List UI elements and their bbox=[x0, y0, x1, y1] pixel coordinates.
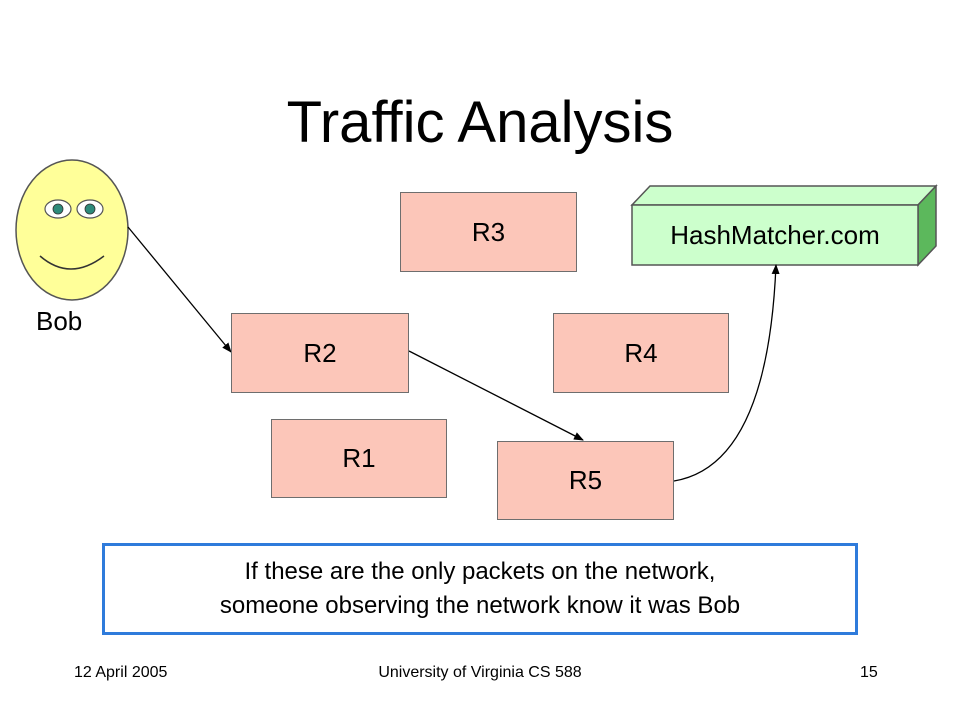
footer-date: 12 April 2005 bbox=[74, 664, 168, 681]
router-r2: R2 bbox=[231, 313, 409, 393]
server-box-icon bbox=[630, 184, 938, 267]
router-r3-label: R3 bbox=[471, 216, 506, 247]
note-line-1: If these are the only packets on the net… bbox=[244, 558, 716, 585]
footer-page-number: 15 bbox=[860, 664, 878, 681]
router-r1-label: R1 bbox=[342, 443, 376, 473]
note-line-2: someone observing the network know it wa… bbox=[219, 592, 741, 619]
sender-label: Bob bbox=[36, 306, 83, 336]
router-r3: R3 bbox=[400, 192, 577, 272]
footer-course: University of Virginia CS 588 bbox=[378, 664, 582, 681]
note-box: If these are the only packets on the net… bbox=[102, 543, 858, 635]
server-label: HashMatcher.com bbox=[670, 219, 880, 250]
router-r4-label: R4 bbox=[624, 337, 658, 368]
router-r5: R5 bbox=[497, 441, 674, 520]
slide-title: Traffic Analysis bbox=[286, 90, 674, 155]
arrow-r5-to-server bbox=[673, 264, 780, 482]
router-r4: R4 bbox=[553, 313, 729, 393]
smiley-face-icon bbox=[15, 159, 129, 301]
router-r5-label: R5 bbox=[568, 465, 603, 495]
arrow-bob-to-r2 bbox=[127, 226, 232, 353]
router-r2-label: R2 bbox=[303, 337, 337, 368]
arrow-r2-to-r5 bbox=[408, 350, 584, 441]
router-r1: R1 bbox=[271, 419, 447, 498]
